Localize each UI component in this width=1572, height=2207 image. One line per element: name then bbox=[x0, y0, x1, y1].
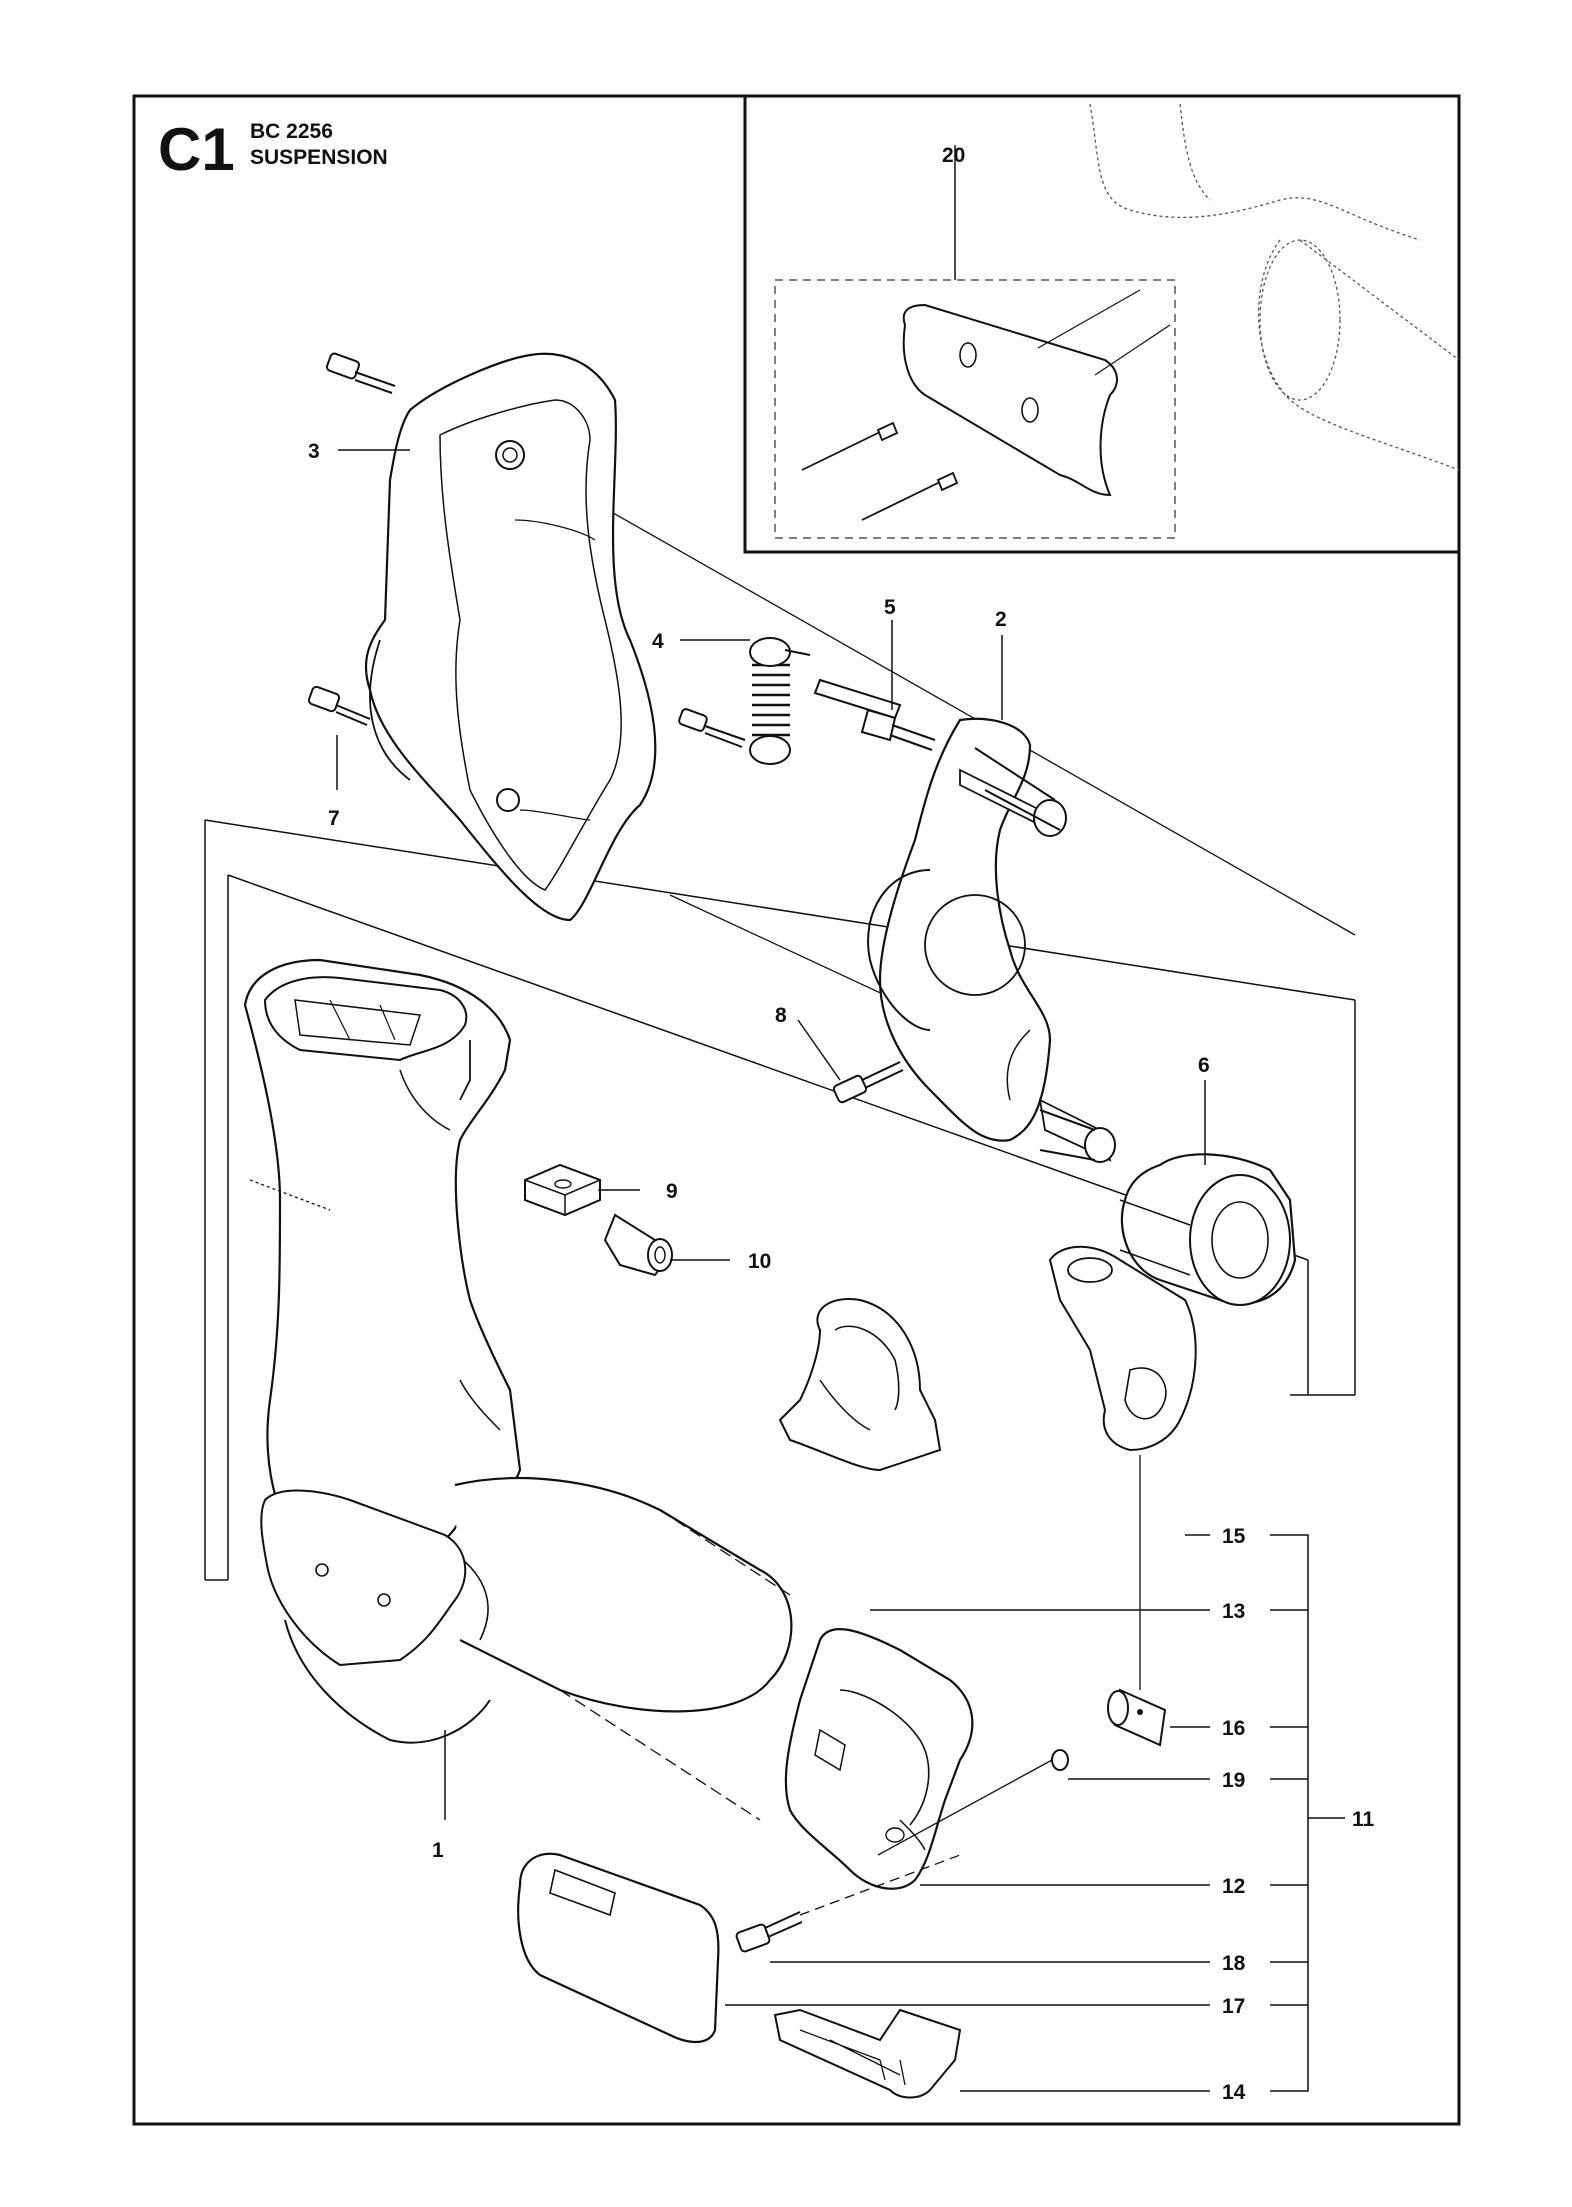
part-pad-17 bbox=[517, 1852, 720, 2043]
part-clip-13 bbox=[778, 1298, 942, 1472]
screw-icon bbox=[678, 708, 746, 748]
cover-boss bbox=[496, 788, 520, 812]
part-latch-14 bbox=[773, 2008, 962, 2099]
callout-5: 5 bbox=[884, 596, 896, 619]
callout-19: 19 bbox=[1222, 1769, 1245, 1792]
callout-13: 13 bbox=[1222, 1600, 1245, 1623]
callout-17: 17 bbox=[1222, 1995, 1245, 2018]
callout-9: 9 bbox=[666, 1180, 678, 1203]
part-washer-19 bbox=[1051, 1749, 1069, 1771]
inset-tube-outline bbox=[1089, 103, 1421, 241]
callout-4: 4 bbox=[652, 630, 664, 653]
callout-1: 1 bbox=[432, 1839, 444, 1862]
part-handle-1 bbox=[243, 958, 793, 1821]
rivet-icon bbox=[861, 471, 959, 521]
part-clamp-15 bbox=[1048, 1245, 1197, 1452]
screw-icon bbox=[325, 352, 396, 394]
callout-3: 3 bbox=[308, 440, 320, 463]
section-title: SUSPENSION bbox=[250, 146, 388, 169]
callout-18: 18 bbox=[1222, 1952, 1246, 1975]
callout-12: 12 bbox=[1222, 1875, 1245, 1898]
shaft-end bbox=[1033, 799, 1067, 837]
diagram-code: C1 bbox=[158, 116, 235, 183]
plate-hole bbox=[959, 342, 977, 368]
screw-icon bbox=[832, 1061, 904, 1104]
screw-icon bbox=[860, 708, 936, 751]
callout-20: 20 bbox=[942, 144, 965, 167]
part-clamp-12 bbox=[784, 1628, 1053, 1890]
callout-6: 6 bbox=[1198, 1054, 1210, 1077]
screw-icon bbox=[307, 685, 371, 726]
part-sleeve-10 bbox=[603, 1213, 673, 1277]
part-spring-4 bbox=[749, 637, 811, 765]
part-pin-16 bbox=[1107, 1688, 1167, 1747]
leader-lines bbox=[336, 449, 1345, 2092]
inset-detail: 20 bbox=[743, 94, 1461, 554]
part-nut-9 bbox=[524, 1163, 601, 1217]
callout-7: 7 bbox=[328, 807, 340, 830]
part-cover-3 bbox=[365, 352, 657, 922]
pin bbox=[813, 678, 902, 720]
inset-dashed-box bbox=[774, 279, 1176, 539]
support-plate-20 bbox=[902, 303, 1118, 497]
cover-boss bbox=[495, 440, 525, 470]
plate-hole bbox=[1021, 397, 1039, 423]
callout-10: 10 bbox=[748, 1250, 771, 1273]
callout-2: 2 bbox=[995, 608, 1007, 631]
callout-15: 15 bbox=[1222, 1525, 1246, 1548]
model-number: BC 2256 bbox=[250, 120, 333, 143]
callout-14: 14 bbox=[1222, 2081, 1246, 2104]
screw-icon bbox=[735, 1911, 803, 1953]
callout-16: 16 bbox=[1222, 1717, 1245, 1740]
callout-8: 8 bbox=[775, 1004, 787, 1027]
rivet-icon bbox=[801, 421, 899, 471]
part-bracket-2 bbox=[867, 717, 1116, 1163]
callout-11: 11 bbox=[1352, 1808, 1375, 1831]
exploded-frame bbox=[204, 819, 1356, 1580]
part-damper-6 bbox=[1119, 1153, 1297, 1306]
